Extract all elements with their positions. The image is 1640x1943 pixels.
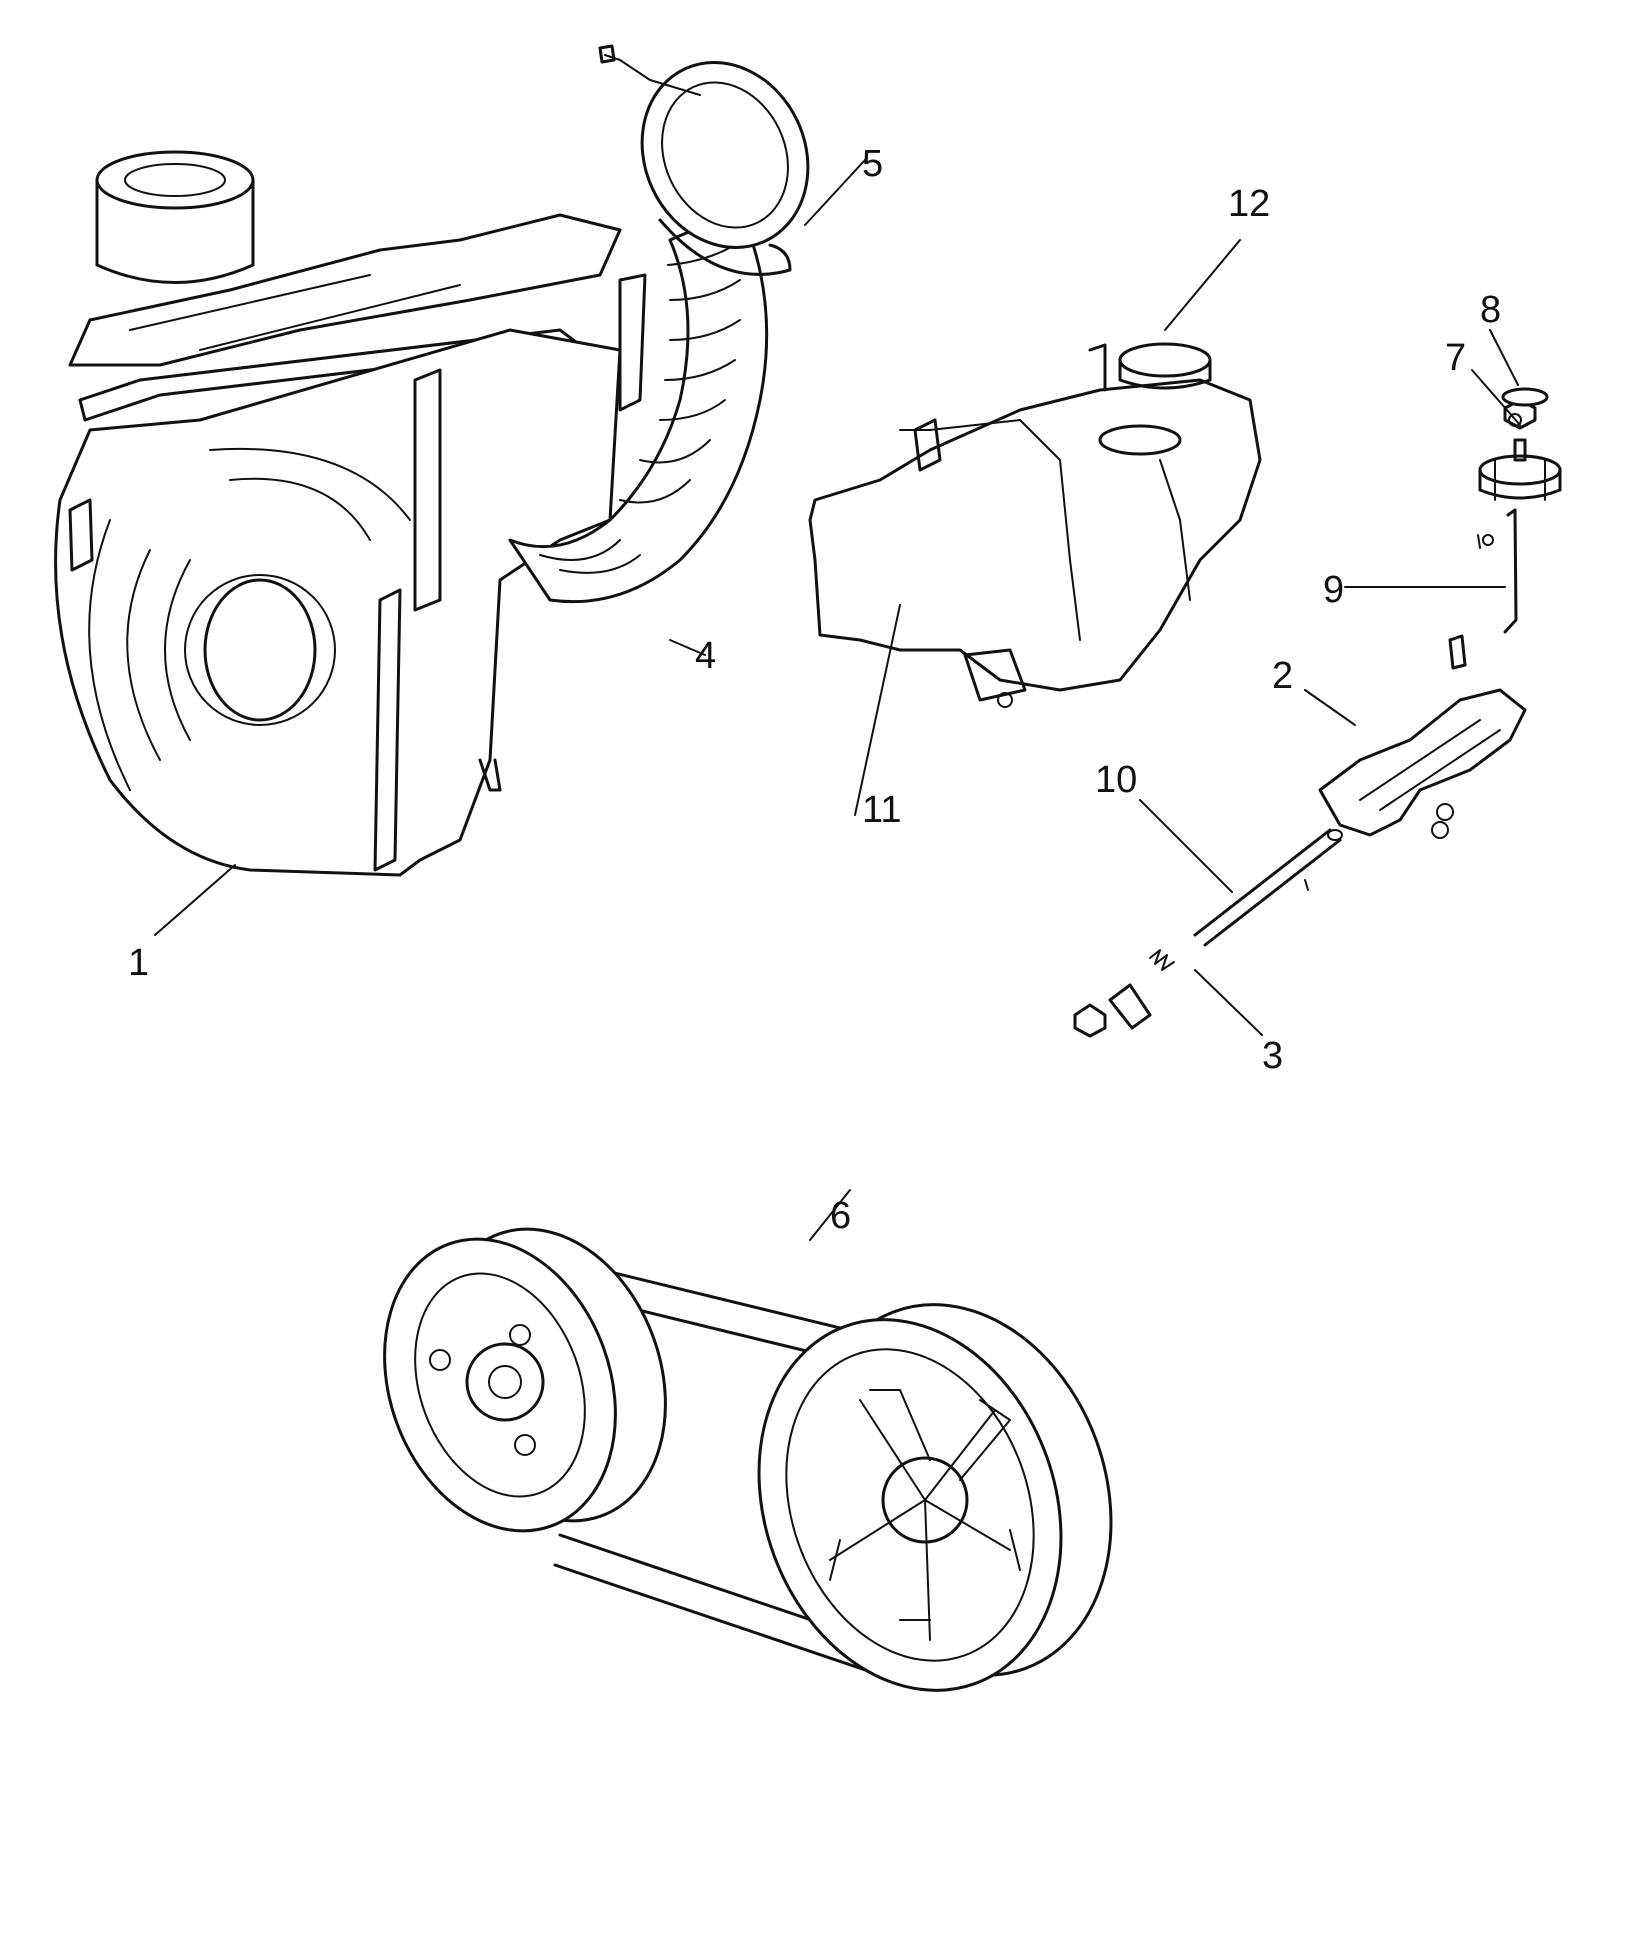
mount-hardware (1477, 387, 1562, 634)
callout-1: 1 (128, 942, 149, 984)
blower-housing (54, 150, 647, 877)
callout-labels: 1 2 3 4 5 6 7 8 9 10 11 12 (128, 143, 1501, 1237)
callout-8: 8 (1480, 289, 1501, 331)
callout-5: 5 (862, 143, 883, 185)
callout-4: 4 (695, 635, 716, 677)
callout-2: 2 (1272, 655, 1293, 697)
leader-lines (154, 159, 1521, 1241)
callout-10: 10 (1095, 759, 1137, 801)
callout-7: 7 (1445, 337, 1466, 379)
callout-9: 9 (1323, 569, 1344, 611)
flex-hose (508, 44, 810, 604)
bracket-and-shaft (1073, 634, 1527, 1038)
callout-11: 11 (862, 789, 901, 831)
shroud-cover (808, 342, 1262, 708)
callout-6: 6 (830, 1195, 851, 1237)
callout-3: 3 (1262, 1035, 1283, 1077)
callout-12: 12 (1228, 183, 1270, 225)
belt-drive (383, 1227, 1113, 1692)
